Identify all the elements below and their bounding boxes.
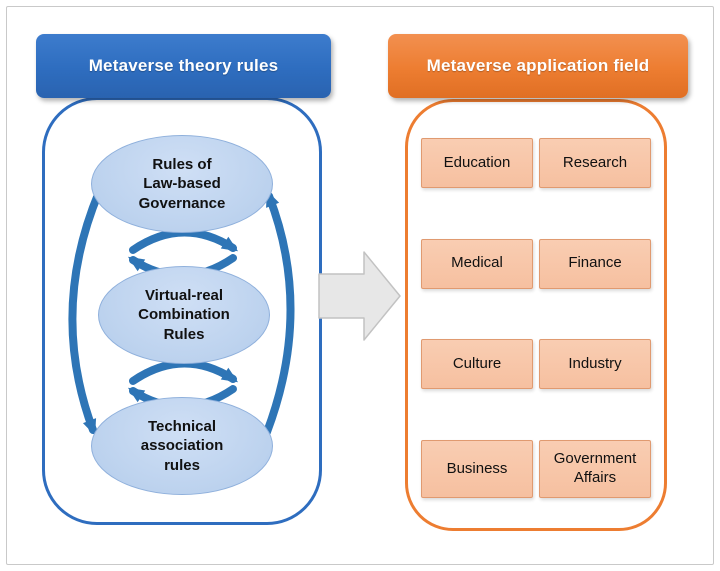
ellipse-virtual-real-combination: Virtual-real Combination Rules [98, 266, 270, 364]
flow-arrow-icon [318, 251, 401, 341]
application-box-industry-label: Industry [568, 354, 622, 372]
theory-header-label: Metaverse theory rules [88, 56, 279, 75]
application-box-education-label: Education [443, 153, 511, 171]
application-box-business: Business [421, 439, 533, 498]
application-row-3: Culture Industry [421, 339, 651, 390]
ellipse-virtual-real-combination-label: Virtual-real Combination Rules [138, 286, 230, 343]
application-box-business-label: Business [446, 459, 508, 477]
application-box-government-affairs-label: Government Affairs [553, 450, 637, 486]
outer-right-arrow [263, 190, 295, 436]
theory-header: Metaverse theory rules [36, 34, 331, 98]
application-box-finance: Finance [539, 238, 651, 289]
outer-left-arrow [68, 188, 103, 436]
application-box-medical: Medical [421, 238, 533, 289]
application-box-culture-label: Culture [452, 354, 502, 372]
application-row-2: Medical Finance [421, 238, 651, 289]
cycle1-top-arrow [129, 228, 239, 254]
application-box-finance-label: Finance [568, 254, 622, 272]
application-box-education: Education [421, 138, 533, 188]
application-box-culture: Culture [421, 339, 533, 390]
application-container: Education Research Medical Finance Cultu… [405, 99, 667, 531]
cycle2-top-arrow [129, 359, 239, 385]
ellipse-technical-association: Technical association rules [91, 397, 273, 495]
application-header: Metaverse application field [388, 34, 688, 98]
ellipse-law-based-governance-label: Rules of Law-based Governance [138, 155, 226, 212]
ellipse-law-based-governance: Rules of Law-based Governance [91, 135, 273, 233]
theory-container: Rules of Law-based Governance Virtual-re… [42, 97, 322, 525]
application-box-research-label: Research [562, 153, 628, 171]
application-row-1: Education Research [421, 138, 651, 188]
application-box-industry: Industry [539, 339, 651, 390]
application-box-research: Research [539, 138, 651, 188]
ellipse-technical-association-label: Technical association rules [140, 417, 224, 474]
application-header-label: Metaverse application field [426, 56, 650, 75]
application-row-4: Business Government Affairs [421, 439, 651, 498]
application-box-medical-label: Medical [451, 254, 503, 272]
application-box-government-affairs: Government Affairs [539, 439, 651, 498]
cycle-arrows [68, 188, 295, 436]
